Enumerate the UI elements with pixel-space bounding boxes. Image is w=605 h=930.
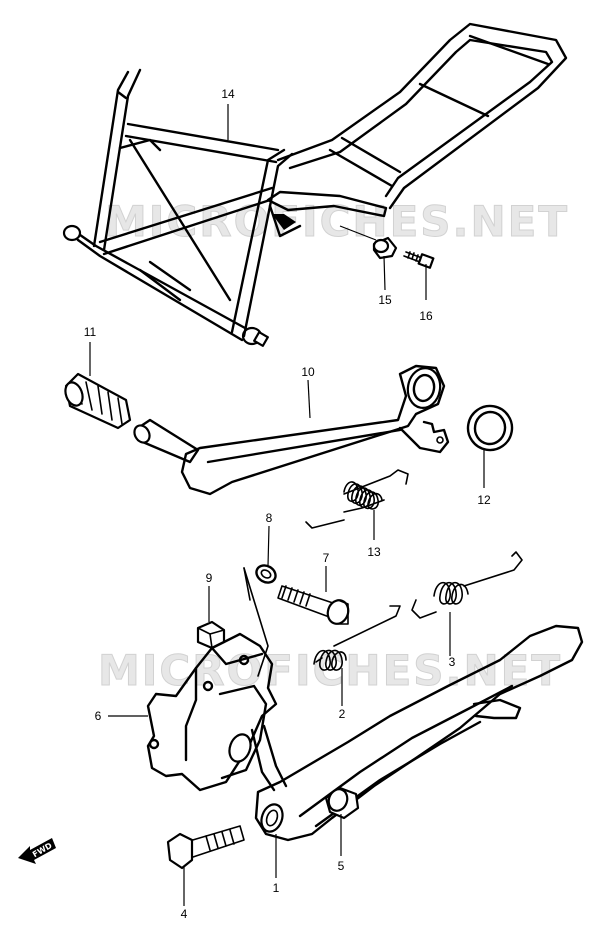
- callout-16: 16: [419, 309, 433, 323]
- fwd-arrow-icon: FWD: [18, 838, 56, 864]
- callout-15: 15: [378, 293, 392, 307]
- alignment-line: [243, 567, 269, 677]
- washer-ring-part-12: [466, 404, 514, 452]
- callout-10: 10: [301, 365, 315, 379]
- callout-5: 5: [338, 859, 345, 873]
- spacer-part-5: [324, 786, 360, 820]
- spring-part-3: [411, 551, 523, 619]
- callout-9: 9: [206, 571, 213, 585]
- callout-8: 8: [266, 511, 273, 525]
- bolt-part-16: [403, 251, 435, 269]
- bolt-part-4: [166, 825, 245, 870]
- callout-3: 3: [449, 655, 456, 669]
- callout-12: 12: [477, 493, 491, 507]
- callout-14: 14: [221, 87, 235, 101]
- footrest-rubber-part-11: [64, 372, 132, 430]
- callout-11: 11: [84, 325, 97, 339]
- callout-13: 13: [367, 545, 381, 559]
- spring-part-2: [313, 605, 401, 671]
- bracket-part-6: [146, 632, 278, 792]
- callout-4: 4: [181, 907, 188, 921]
- spring-part-13: [305, 469, 409, 529]
- stand-lever-part-10: [133, 364, 450, 496]
- callout-6: 6: [95, 709, 102, 723]
- bolt-part-7: [277, 585, 350, 625]
- callout-1: 1: [273, 881, 280, 895]
- callout-7: 7: [323, 551, 330, 565]
- washer-part-8: [255, 564, 277, 584]
- main-stand-frame: [62, 22, 568, 347]
- callout-2: 2: [339, 707, 346, 721]
- watermark-top: MICROFICHES.NET: [105, 197, 569, 246]
- alignment-line-2: [243, 567, 251, 601]
- leader-lines: [89, 104, 485, 906]
- bushing-part-15: [372, 236, 398, 260]
